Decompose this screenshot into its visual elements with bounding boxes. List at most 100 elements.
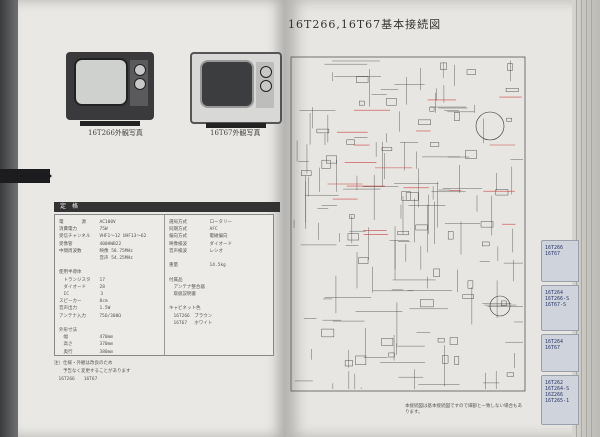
schematic-component [321, 159, 331, 169]
schematic-component [347, 233, 359, 241]
spec-row: 受像管 400HWB22 [59, 241, 122, 247]
schematic-component [466, 69, 476, 75]
spec-divider [164, 215, 165, 355]
spec-heading: 定 格 [54, 202, 280, 212]
index-tab-4[interactable]: 16T262 16T264-S 16Z266 16T265-1 [541, 375, 579, 425]
schematic-component [420, 299, 434, 308]
bookmark-ribbon [0, 169, 50, 183]
volume-knob-icon [134, 78, 146, 90]
spec-note-3: 16T266 16T67 [54, 377, 98, 382]
spec-row: 映像検波 ダイオード [169, 241, 232, 247]
spec-note-1: 注）仕様・外観は改良のため [54, 361, 113, 366]
schematic-component [401, 191, 411, 201]
bookmark-tip [44, 169, 52, 183]
schematic-component [454, 112, 460, 121]
channel-knob-icon [260, 66, 272, 78]
photo-caption-16t67: 16T67外観写真 [210, 129, 261, 137]
schematic-component [415, 224, 428, 231]
schematic-component [505, 88, 519, 92]
diagram-footnote: 本接続図は基本接続図ですので細部と一致しない場合もあります。 [405, 404, 522, 415]
coil-symbol [489, 295, 511, 317]
tv-photo-16t266 [66, 52, 154, 126]
spec-row: 消費電力 75W [59, 227, 108, 233]
spec-row: IC 3 [59, 292, 104, 298]
spec-row [169, 269, 269, 276]
right-page [286, 0, 578, 437]
tv-screen [200, 60, 254, 108]
schematic-component [430, 142, 440, 147]
spec-row [59, 262, 159, 269]
schematic-component [454, 356, 460, 365]
index-tab-2[interactable]: 16T264 16T266-S 16T67-S [541, 285, 579, 331]
schematic-component [506, 372, 514, 377]
spec-row: 奥行 380mm [59, 349, 114, 355]
spec-row: 偏向方式 電磁偏向 [169, 234, 228, 240]
index-tab-1[interactable]: 16T266 16T67 [541, 240, 579, 282]
spec-note-2: 予告なく変更することがあります [54, 369, 131, 374]
schematic-component [495, 189, 509, 196]
spec-row: 幅 470mm [59, 335, 114, 341]
schematic-component [316, 128, 330, 134]
index-tab-label: 16T262 16T264-S 16Z266 16T265-1 [545, 380, 570, 404]
channel-knob-icon [134, 64, 146, 76]
schematic-component [301, 170, 312, 176]
tv-photo-16t67 [190, 52, 282, 128]
circuit-schematic: 5678910ABCDEF [290, 56, 526, 392]
schematic-component [418, 119, 431, 125]
schematic-component [429, 106, 435, 112]
index-tab-3[interactable]: 16T264 16T67 [541, 334, 579, 372]
index-tab-label: 16T264 16T67 [545, 339, 564, 351]
photo-caption-16t266: 16T266外観写真 [88, 129, 143, 137]
schematic-component [356, 76, 369, 83]
spec-row: 付属品 [169, 277, 183, 283]
spec-row: 使用半導体 [59, 270, 82, 276]
book-cover-edge [0, 0, 22, 437]
schematic-component [433, 268, 440, 277]
schematic-component [449, 337, 458, 345]
schematic-component [349, 214, 355, 219]
spec-row: 16T266 ブラウン [169, 313, 213, 319]
schematic-component [501, 300, 507, 307]
spec-row: 電 源 AC100V [59, 220, 116, 225]
spec-row: 高さ 370mm [59, 342, 114, 348]
spec-row: キャビネット色 [169, 306, 201, 312]
schematic-component [344, 360, 353, 367]
schematic-component [381, 338, 394, 346]
spec-row: 音声出力 1.5W [59, 306, 111, 312]
spec-row: 中間周波数 映像 58.75MHz [59, 248, 133, 254]
schematic-component [359, 100, 365, 106]
schematic-component [506, 117, 512, 122]
spec-row: アンテナ整合器 [169, 284, 205, 290]
tv-control-panel [256, 62, 274, 108]
schematic-component [482, 241, 490, 247]
schematic-component [326, 155, 337, 164]
tv-stand [206, 123, 266, 128]
spec-row: 同期方式 AFC [169, 227, 218, 233]
schematic-component [346, 139, 355, 145]
tube-socket-symbol [475, 111, 505, 141]
schematic-component [405, 192, 419, 201]
schematic-component [437, 337, 445, 343]
spec-row: 16T67 ホワイト [169, 320, 213, 326]
schematic-component [358, 257, 369, 264]
schematic-component [355, 355, 367, 365]
schematic-component [397, 231, 409, 236]
spec-row: 取扱説明書 [169, 292, 196, 298]
index-tab-label: 16T266 16T67 [545, 245, 564, 257]
spec-row: アンテナ入力 75Ω/300Ω [59, 313, 121, 319]
schematic-component [447, 231, 454, 240]
spec-row: 音声検波 レシオ [169, 248, 223, 254]
schematic-component [480, 221, 494, 228]
schematic-component [442, 355, 449, 364]
schematic-component [507, 63, 513, 71]
schematic-component [467, 280, 474, 289]
tv-screen [74, 58, 128, 106]
spec-row: 音声 54.25MHz [59, 256, 133, 262]
schematic-component [381, 147, 393, 151]
spec-row: ダイオード 28 [59, 284, 105, 290]
tv-control-panel [130, 60, 148, 106]
spec-row [59, 320, 159, 327]
